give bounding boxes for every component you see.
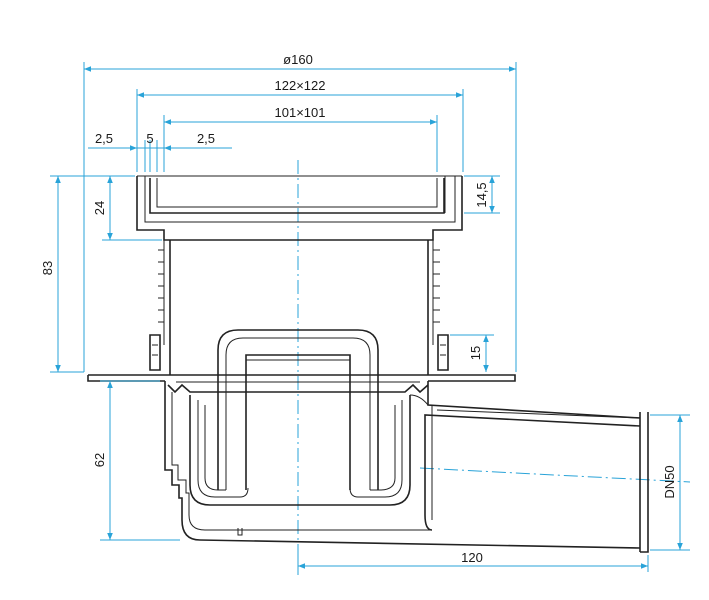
upper-cylinder [169,240,429,375]
drain-body [87,175,649,553]
grate-frame [136,176,463,241]
label-flange-height: 15 [468,346,483,360]
label-wall-right: 2,5 [197,131,215,146]
seal-ring [167,383,429,394]
dimension-labels: ø160 122×122 101×101 2,5 5 2,5 14,5 24 8… [40,52,677,565]
odour-trap-bell [217,329,379,490]
flange [87,374,516,382]
label-overall-diameter: ø160 [283,52,313,67]
label-outlet-size: DN50 [662,465,677,498]
label-grate-frame: 122×122 [275,78,326,93]
label-frame-depth: 14,5 [474,182,489,207]
label-lower-height: 62 [92,453,107,467]
label-wall-left: 2,5 [95,131,113,146]
centerlines [297,160,691,575]
grate [149,178,445,214]
label-gap: 5 [146,131,153,146]
label-total-height: 83 [40,261,55,275]
label-grate-inner: 101×101 [275,105,326,120]
outlet-pipe [424,381,649,553]
lower-housing [164,381,641,549]
label-grate-height: 24 [92,201,107,215]
label-outlet-offset: 120 [461,550,483,565]
outlet-centerline [419,467,691,483]
trap-cup [189,395,411,506]
dimension-lines [50,62,690,572]
